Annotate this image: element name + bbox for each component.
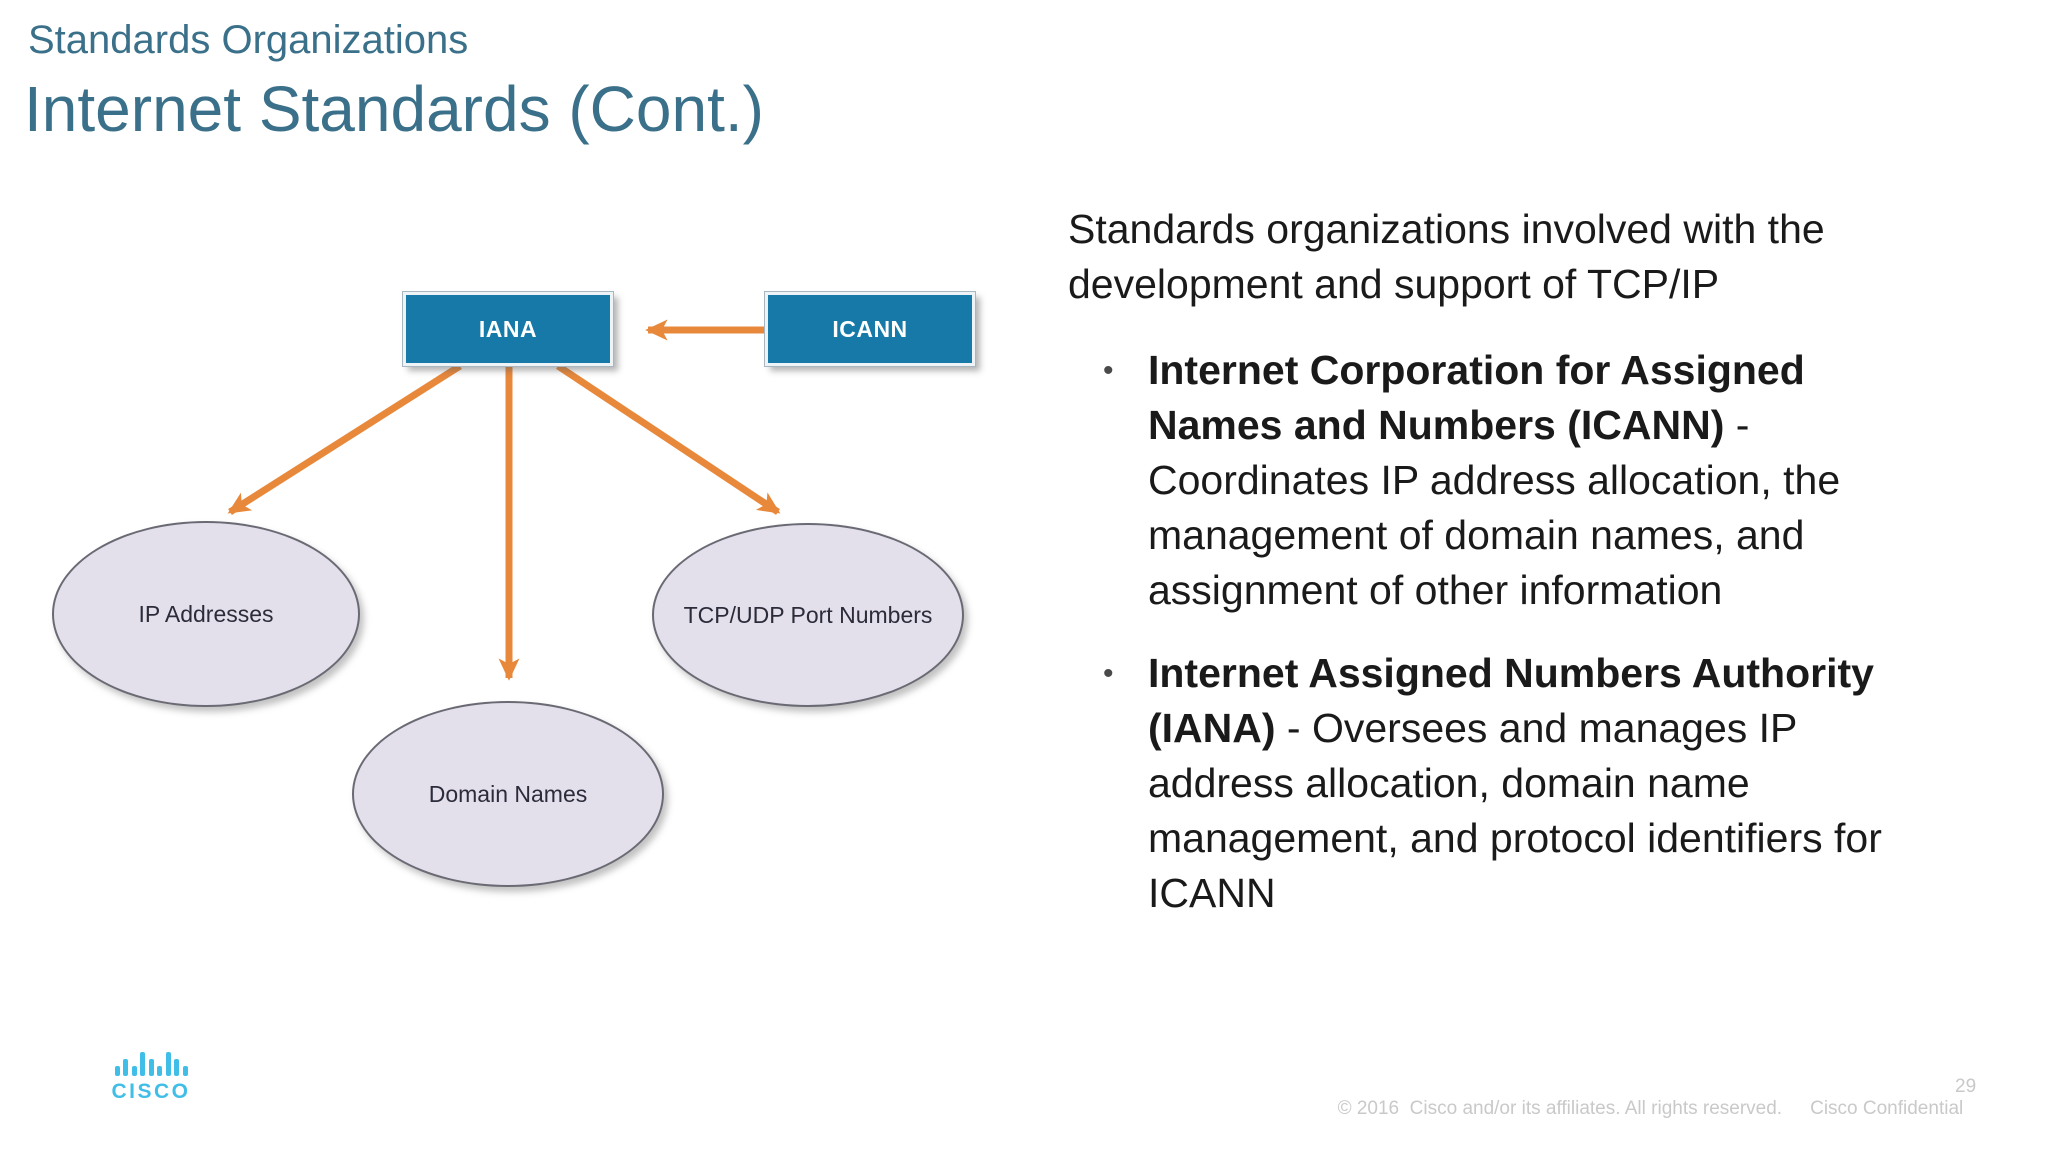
iana-box-label: IANA	[478, 315, 538, 342]
text-line: assignment of other information	[1148, 567, 1723, 613]
arrow-iana-to-port-numbers-icon	[556, 363, 781, 515]
page-number: 29	[1955, 1076, 1977, 1097]
bullet-list: • Internet Corporation for Assigned Name…	[1103, 343, 1882, 921]
slide-kicker: Standards Organizations	[28, 18, 469, 62]
text-line: (IANA) - Oversees and manages IP	[1148, 705, 1798, 751]
bullet-dot-icon: •	[1103, 354, 1114, 387]
text-line: Internet Assigned Numbers Authority	[1148, 650, 1874, 696]
text-line: address allocation, domain name	[1148, 760, 1750, 806]
copyright-text: © 2016 Cisco and/or its affiliates. All …	[1337, 1098, 1783, 1119]
port-numbers-label: TCP/UDP Port Numbers	[683, 601, 933, 628]
bullet-item-icann: • Internet Corporation for Assigned Name…	[1103, 343, 1882, 618]
arrow-iana-to-ip-addresses-icon	[227, 363, 462, 515]
bullet-text: Internet Assigned Numbers Authority (IAN…	[1148, 646, 1882, 921]
bullet-item-iana: • Internet Assigned Numbers Authority (I…	[1103, 646, 1882, 921]
page-title: Internet Standards (Cont.)	[24, 73, 764, 145]
ip-addresses-ellipse: IP Addresses	[52, 521, 360, 707]
text-line: Coordinates IP address allocation, the	[1148, 457, 1841, 503]
port-numbers-ellipse: TCP/UDP Port Numbers	[652, 523, 964, 707]
intro-line: Standards organizations involved with th…	[1068, 206, 1825, 252]
cisco-logo-icon	[108, 1052, 194, 1076]
iana-box: IANA	[403, 292, 613, 366]
text-line: ICANN	[1148, 870, 1276, 916]
confidential-text: Cisco Confidential	[1810, 1098, 1964, 1119]
domain-names-ellipse: Domain Names	[352, 701, 664, 887]
text-line: Internet Corporation for Assigned	[1148, 347, 1805, 393]
intro-text: Standards organizations involved with th…	[1068, 202, 1825, 312]
footer-copyright: © 2016 Cisco and/or its affiliates. All …	[1327, 1076, 1964, 1120]
text-line: management, and protocol identifiers for	[1148, 815, 1882, 861]
bullet-text: Internet Corporation for Assigned Names …	[1148, 343, 1840, 618]
bullet-dot-icon: •	[1103, 657, 1114, 690]
icann-box-label: ICANN	[832, 315, 908, 342]
ip-addresses-label: IP Addresses	[138, 600, 274, 627]
icann-box: ICANN	[765, 292, 975, 366]
domain-names-label: Domain Names	[428, 780, 588, 807]
cisco-logo: CISCO	[108, 1052, 194, 1104]
text-line: management of domain names, and	[1148, 512, 1805, 558]
text-line: Names and Numbers (ICANN) -	[1148, 402, 1750, 448]
intro-line: development and support of TCP/IP	[1068, 261, 1720, 307]
cisco-logo-text: CISCO	[111, 1080, 191, 1103]
